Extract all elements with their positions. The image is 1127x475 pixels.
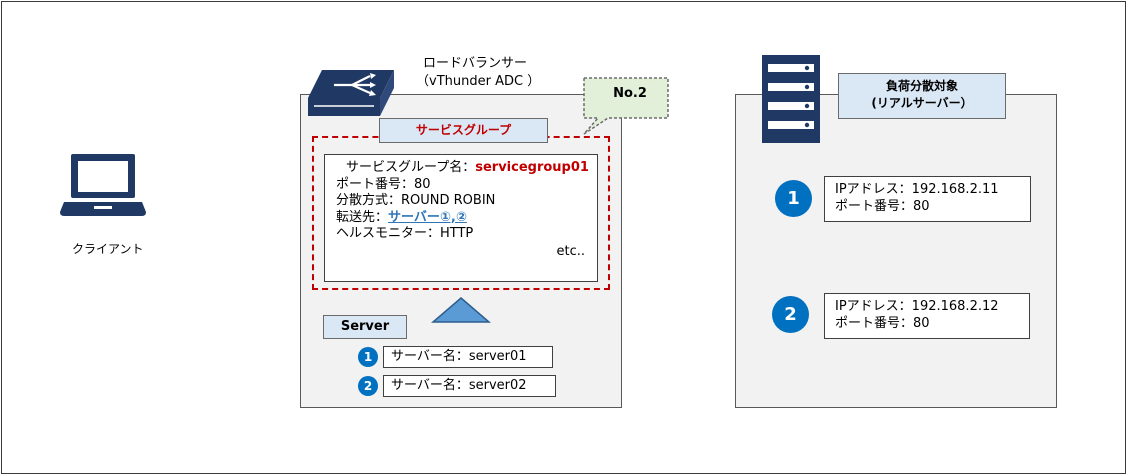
server-badge-2: 2 — [358, 376, 378, 396]
service-group-method-row: 分散方式：ROUND ROBIN — [336, 193, 496, 208]
service-group-detail-box: サービスグループ名：servicegroup01 ポート番号：80 分散方式：R… — [324, 154, 598, 282]
real-server-ip-2: IPアドレス：192.168.2.12 — [835, 299, 999, 314]
real-server-tab-line2: (リアルサーバー） — [871, 96, 973, 110]
service-group-name-value: servicegroup01 — [475, 160, 589, 175]
service-group-dest-row: 転送先：サーバー①,② — [336, 210, 597, 227]
load-balancer-title-line1: ロードバランサー — [422, 56, 527, 71]
load-balancer-icon — [308, 70, 394, 116]
service-group-monitor-row: ヘルスモニター：HTTP — [336, 226, 474, 241]
real-server-badge-1: 1 — [775, 180, 812, 217]
real-server-port-2: ポート番号：80 — [835, 316, 930, 331]
server-rack-icon — [762, 55, 820, 143]
laptop-icon — [60, 154, 146, 216]
server-name-box-2: サーバー名：server02 — [383, 375, 556, 397]
server-name-box-1: サーバー名：server01 — [383, 346, 553, 368]
client-label: クライアント — [72, 242, 144, 256]
load-balancer-title-line2: （vThunder ADC ） — [416, 74, 541, 89]
real-server-badge-2: 2 — [772, 296, 809, 333]
real-server-ip-1: IPアドレス：192.168.2.11 — [835, 182, 999, 197]
service-group-name-row: サービスグループ名：servicegroup01 — [336, 160, 597, 177]
real-server-port-1: ポート番号：80 — [835, 199, 930, 214]
service-group-etc: etc.. — [556, 243, 585, 259]
callout-shape — [583, 77, 669, 135]
service-group-port-row: ポート番号：80 — [336, 176, 431, 192]
service-group-name-label: サービスグループ名： — [346, 160, 476, 175]
real-server-tab: 負荷分散対象 (リアルサーバー） — [838, 73, 1006, 119]
load-balancer-title: ロードバランサー （vThunder ADC ） — [416, 55, 541, 91]
triangle-up-icon — [431, 297, 491, 323]
real-server-box — [735, 94, 1057, 408]
server-section-tab: Server — [323, 315, 407, 339]
server-badge-1: 1 — [358, 347, 378, 367]
service-group-tab: サービスグループ — [379, 118, 548, 143]
real-server-detail-1: IPアドレス：192.168.2.11 ポート番号：80 — [824, 176, 1031, 222]
service-group-dest-value: サーバー①,② — [388, 209, 467, 225]
real-server-detail-2: IPアドレス：192.168.2.12 ポート番号：80 — [824, 293, 1030, 339]
service-group-dest-label: 転送先： — [336, 209, 389, 225]
callout-label: No.2 — [613, 86, 647, 101]
real-server-tab-line1: 負荷分散対象 — [885, 79, 958, 93]
